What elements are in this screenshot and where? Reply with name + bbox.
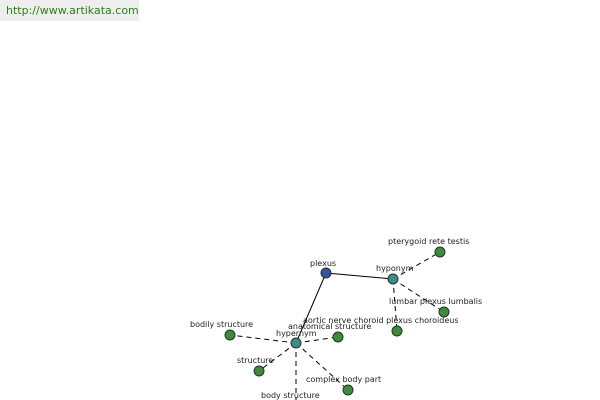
label-plexus: plexus: [310, 259, 336, 268]
node-bodily-structure[interactable]: [224, 329, 236, 341]
edge-hypernym-anatomical: [295, 336, 339, 344]
label-hypernym: hypernym: [276, 329, 317, 338]
edge-hypernym-structure: [258, 342, 297, 372]
artikata-url-watermark[interactable]: http://www.artikata.com: [0, 0, 139, 21]
node-lumbar-plexus-lumbalis[interactable]: [438, 306, 450, 318]
edge-plexus-hypernym: [295, 272, 327, 344]
edge-hypernym-bodily: [229, 334, 297, 344]
label-aortic-nerve-choroid-plexus: aortic nerve choroid plexus choroideus: [303, 316, 459, 325]
node-pterygoid-rete-testis[interactable]: [434, 246, 446, 258]
edge-hyponym-lumbar: [392, 278, 445, 313]
label-hyponym: hyponym: [376, 264, 414, 273]
label-complex-body-part: complex body part: [306, 375, 381, 384]
node-aortic-nerve-choroid-plexus[interactable]: [391, 325, 403, 337]
node-hypernym[interactable]: [290, 337, 302, 349]
node-structure[interactable]: [253, 365, 265, 377]
node-complex-body-part[interactable]: [342, 384, 354, 396]
edge-hypernym-complex: [295, 342, 349, 391]
edge-plexus-hyponym: [325, 272, 394, 280]
node-hyponym[interactable]: [387, 273, 399, 285]
node-plexus[interactable]: [320, 267, 332, 279]
edge-hyponym-pterygoid: [392, 251, 441, 280]
label-structure: structure: [237, 356, 273, 365]
label-body-structure: body structure: [261, 391, 320, 400]
label-anatomical-structure: anatomical structure: [288, 322, 371, 331]
label-bodily-structure: bodily structure: [190, 320, 253, 329]
node-anatomical-structure[interactable]: [332, 331, 344, 343]
label-pterygoid-rete-testis: pterygoid rete testis: [388, 237, 469, 246]
label-lumbar-plexus-lumbalis: lumbar plexus lumbalis: [389, 297, 482, 306]
